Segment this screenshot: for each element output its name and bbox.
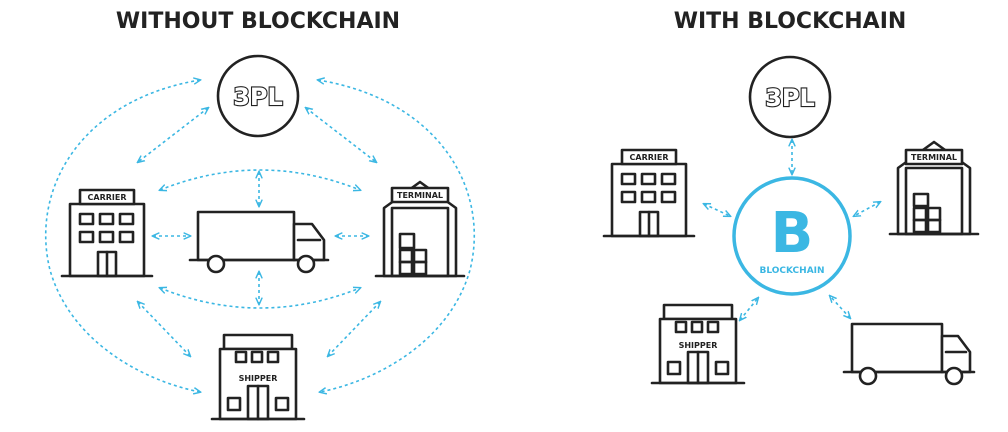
right-shipper-store-icon — [650, 303, 746, 385]
right-terminal-label: TERMINAL — [911, 153, 957, 162]
left-terminal-node: TERMINAL — [374, 180, 466, 278]
right-terminal-node: TERMINAL — [888, 140, 980, 236]
blockchain-hub-node: B BLOCKCHAIN — [732, 176, 852, 296]
left-shipper-label: SHIPPER — [239, 374, 278, 383]
right-carrier-node: CARRIER — [602, 148, 696, 238]
right-terminal-warehouse-icon — [888, 140, 980, 236]
arrow-terminal-shipper — [328, 302, 380, 356]
left-truck-node — [188, 210, 330, 274]
arrow-3pl-terminal — [306, 108, 376, 162]
right-carrier-building-icon — [602, 148, 696, 238]
right-3pl-circle-icon — [748, 55, 832, 139]
left-panel-title: WITHOUT BLOCKCHAIN — [116, 9, 400, 34]
left-panel: WITHOUT BLOCKCHAIN 3PL — [45, 9, 475, 421]
left-3pl-label: 3PL — [233, 83, 283, 111]
spoke-hub-terminal — [854, 202, 880, 216]
arrow-carrier-terminal-bottom — [160, 288, 360, 309]
right-panel: WITH BLOCKCHAIN 3PL B BLOCKCHAIN — [602, 9, 980, 386]
spoke-hub-truck — [830, 296, 850, 318]
left-shipper-node: SHIPPER — [210, 333, 306, 421]
right-panel-title: WITH BLOCKCHAIN — [674, 9, 907, 34]
left-3pl-node: 3PL — [216, 54, 300, 138]
arrow-3pl-shipper-left — [45, 80, 200, 392]
blockchain-hub-label: BLOCKCHAIN — [759, 266, 824, 276]
left-shipper-store-icon — [210, 333, 306, 421]
right-truck-node — [842, 322, 976, 386]
right-truck-icon — [842, 322, 976, 386]
left-truck-icon — [188, 210, 330, 274]
left-carrier-node: CARRIER — [60, 188, 154, 278]
left-terminal-warehouse-icon — [374, 180, 466, 278]
right-shipper-node: SHIPPER — [650, 303, 746, 385]
left-terminal-label: TERMINAL — [397, 191, 443, 200]
spoke-hub-shipper — [740, 298, 758, 320]
right-3pl-label: 3PL — [765, 84, 815, 112]
arrow-carrier-terminal-top — [160, 169, 360, 190]
spoke-hub-carrier — [704, 204, 730, 216]
blockchain-hub-circle-icon — [732, 176, 852, 296]
right-carrier-label: CARRIER — [630, 153, 669, 162]
blockchain-hub-letter: B — [771, 201, 814, 266]
arrow-carrier-shipper — [138, 302, 190, 356]
left-3pl-circle-icon — [216, 54, 300, 138]
left-carrier-label: CARRIER — [88, 193, 127, 202]
right-3pl-node: 3PL — [748, 55, 832, 139]
left-carrier-building-icon — [60, 188, 154, 278]
arrow-3pl-carrier — [138, 108, 208, 162]
right-shipper-label: SHIPPER — [679, 341, 718, 350]
